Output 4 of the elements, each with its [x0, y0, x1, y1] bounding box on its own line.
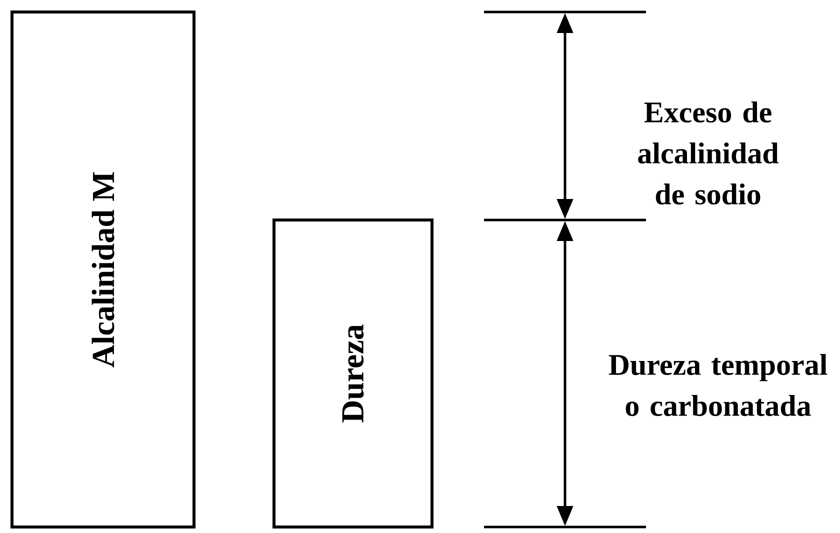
- box: Alcalinidad M: [10, 10, 196, 528]
- dimension-label: Exceso de alcalinidad de sodio: [638, 101, 779, 205]
- dimension-label: Dureza temporal o carbonatada: [608, 354, 828, 416]
- box: Dureza: [272, 218, 434, 528]
